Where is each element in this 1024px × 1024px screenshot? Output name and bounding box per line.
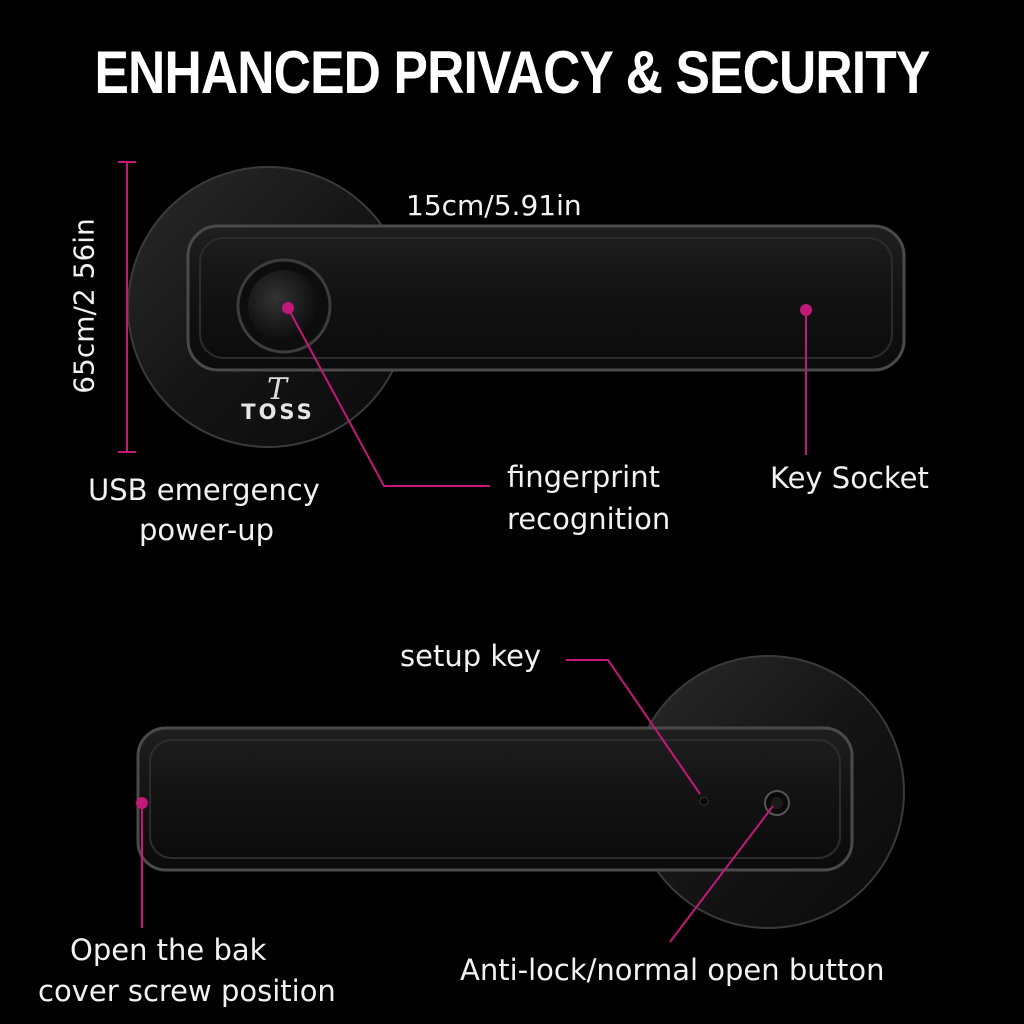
height-dimension-line (118, 161, 136, 453)
anti-lock-callout (669, 805, 774, 943)
setup-key-label: setup key (400, 639, 542, 673)
usb-label-line1: USB emergency (88, 473, 320, 507)
key-socket-callout (800, 304, 812, 455)
usb-label-line2: power-up (139, 513, 275, 547)
screw-position-label-line1: Open the bak (70, 933, 267, 967)
page-title: ENHANCED PRIVACY & SECURITY (94, 39, 930, 106)
length-dimension-label: 15cm/5.91in (406, 189, 582, 222)
fingerprint-label-line1: fingerprint (507, 460, 660, 494)
bottom-handle (136, 726, 854, 872)
fingerprint-callout (282, 302, 490, 487)
fingerprint-label-line2: recognition (507, 502, 671, 536)
anti-lock-label: Anti-lock/normal open button (460, 953, 885, 987)
setup-key-hole-icon (699, 796, 709, 806)
brand-name: TOSS (241, 400, 315, 424)
key-socket-label: Key Socket (770, 461, 929, 495)
screw-position-callout (136, 797, 148, 928)
height-dimension-label: 65cm/2 56in (67, 218, 101, 394)
screw-position-label-line2: cover screw position (38, 974, 336, 1008)
setup-key-callout (566, 659, 701, 795)
top-handle (186, 224, 906, 372)
brand-logo-mark: T (266, 372, 287, 407)
